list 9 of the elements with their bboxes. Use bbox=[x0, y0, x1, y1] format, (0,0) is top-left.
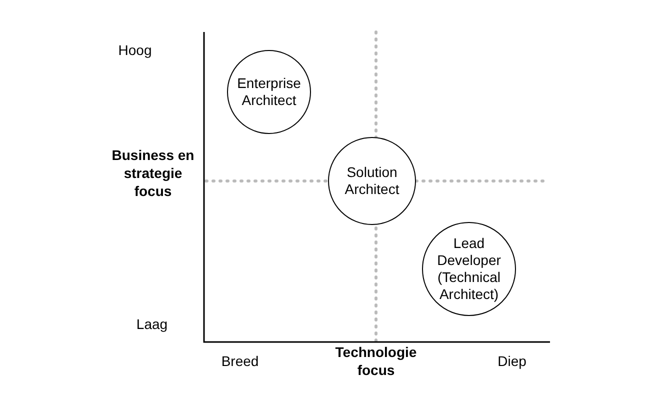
axis-level-label: Laag bbox=[135, 315, 169, 333]
axis-level-label: Diep bbox=[496, 352, 528, 370]
axis-level-label: Hoog bbox=[117, 41, 153, 59]
axis-title: Business en strategie focus bbox=[110, 146, 196, 200]
role-name: Solution Architect bbox=[344, 164, 400, 198]
role-name: Lead Developer (Technical Architect) bbox=[436, 235, 502, 303]
axis-level-label: Breed bbox=[220, 352, 260, 370]
axis-title: Technologie focus bbox=[334, 343, 418, 379]
role-name: Enterprise Architect bbox=[236, 75, 302, 109]
